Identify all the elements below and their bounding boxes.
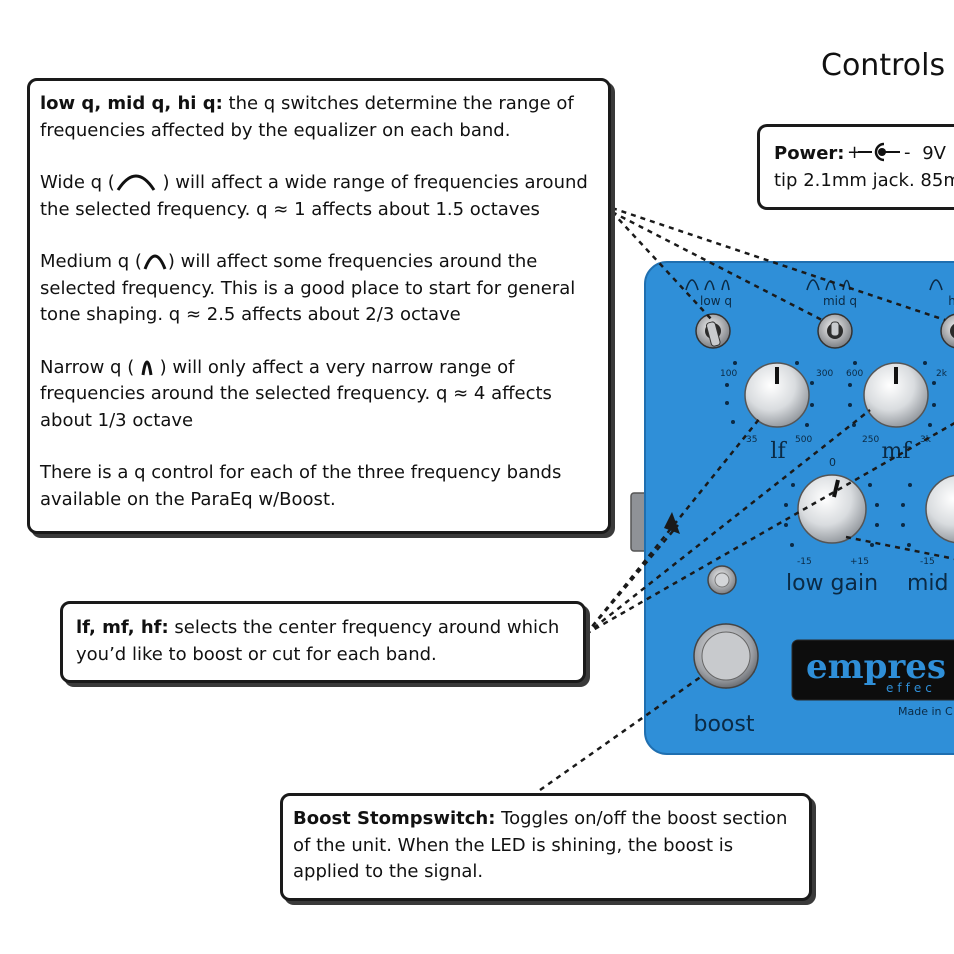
q-callout-intro-text: the q switches determine the range of fr… xyxy=(40,93,574,141)
svg-text:+: + xyxy=(847,142,862,163)
boost-footswitch xyxy=(693,623,759,689)
knob-mf xyxy=(863,362,929,428)
wide-q-icon xyxy=(116,174,156,191)
narrow-q-text-a: Narrow q ( xyxy=(40,356,140,378)
brand-plate: empres effec xyxy=(791,639,954,701)
frequency-callout-body: selects the center frequency around whic… xyxy=(76,617,560,665)
knob-label-mf: mf xyxy=(881,439,912,464)
narrow-q-icon xyxy=(141,360,153,375)
switch-label-low-q: low q xyxy=(700,294,732,308)
brand-subtitle: effec xyxy=(886,681,936,695)
medium-q-icon xyxy=(143,254,167,270)
frequency-callout-text: lf, mf, hf: selects the center frequency… xyxy=(76,615,573,668)
boost-callout-heading: Boost Stompswitch: xyxy=(293,808,496,829)
scale-lg-min: -15 xyxy=(797,557,812,567)
medium-q-text-a: Medium q ( xyxy=(40,251,142,272)
polarity-icon: +- xyxy=(847,142,911,163)
toggle-switch-mid-q xyxy=(817,313,853,349)
medium-q-text-b: ) will affect some frequencies around th… xyxy=(40,251,576,325)
made-in-label: Made in C xyxy=(898,705,953,718)
scale-mf-min: 250 xyxy=(862,435,879,445)
svg-text:-: - xyxy=(904,142,911,163)
q-callout-narrow: Narrow q ( ) will only affect a very nar… xyxy=(40,355,598,435)
knob-low-gain xyxy=(797,474,867,544)
q-callout-closing: There is a q control for each of the thr… xyxy=(40,462,562,510)
power-callout: Power:+- 9V tip 2.1mm jack. 85m xyxy=(757,124,954,210)
scale-mf-right: 600 xyxy=(846,369,863,379)
knob-label-mid-gain: mid xyxy=(907,571,949,596)
knob-label-lf: lf xyxy=(770,439,787,464)
leader-lines xyxy=(539,206,954,792)
power-line-1: Power:+- 9V xyxy=(774,141,954,168)
q-callout-intro: low q, mid q, hi q: the q switches deter… xyxy=(40,91,598,144)
arrowhead xyxy=(664,512,680,534)
scale-lf-min: 35 xyxy=(746,435,757,445)
boost-callout-body: Toggles on/off the boost section of the … xyxy=(293,808,788,882)
switch-label-mid-q: mid q xyxy=(823,294,857,308)
knob-lf xyxy=(744,362,810,428)
frequency-callout-heading: lf, mf, hf: xyxy=(76,617,169,638)
q-callout-heading: low q, mid q, hi q: xyxy=(40,93,223,114)
wide-q-text-b: ) will affect a wide range of frequencie… xyxy=(40,172,588,220)
power-line-2: tip 2.1mm jack. 85m xyxy=(774,169,954,191)
scale-lg-max: +15 xyxy=(850,557,869,567)
q-callout-medium: Medium q () will affect some frequencies… xyxy=(40,249,598,329)
power-heading: Power: xyxy=(774,143,845,164)
scale-lg-zero: 0 xyxy=(829,456,836,469)
scale-dots xyxy=(725,361,936,547)
narrow-q-text-b: ) will only affect a very narrow range o… xyxy=(40,356,552,431)
wide-q-text-a: Wide q ( xyxy=(40,172,115,193)
scale-lf-top: 100 xyxy=(720,369,737,379)
toggle-switch-hi-q xyxy=(940,313,954,349)
scale-lf-max: 500 xyxy=(795,435,812,445)
q-callout-wide: Wide q ( ) will affect a wide range of f… xyxy=(40,170,598,223)
knob-mid-gain xyxy=(925,474,954,544)
q-switch-callout: low q, mid q, hi q: the q switches deter… xyxy=(27,78,611,534)
footswitch-label-boost: boost xyxy=(694,712,755,737)
page-title: Controls a xyxy=(821,48,954,83)
scale-hf-top: 2k xyxy=(936,369,948,379)
boost-led xyxy=(707,565,737,595)
scale-mg-min: -15 xyxy=(920,557,935,567)
brand-logo: empres xyxy=(806,647,946,687)
scale-mf-left: 300 xyxy=(816,369,833,379)
toggle-switch-low-q xyxy=(695,313,731,349)
frequency-callout: lf, mf, hf: selects the center frequency… xyxy=(60,601,586,683)
boost-callout-text: Boost Stompswitch: Toggles on/off the bo… xyxy=(293,806,799,886)
power-line-1-rest: 9V xyxy=(916,143,946,164)
boost-callout: Boost Stompswitch: Toggles on/off the bo… xyxy=(280,793,812,901)
switch-label-hi-q: h xyxy=(948,294,954,308)
knob-label-low-gain: low gain xyxy=(786,571,878,596)
